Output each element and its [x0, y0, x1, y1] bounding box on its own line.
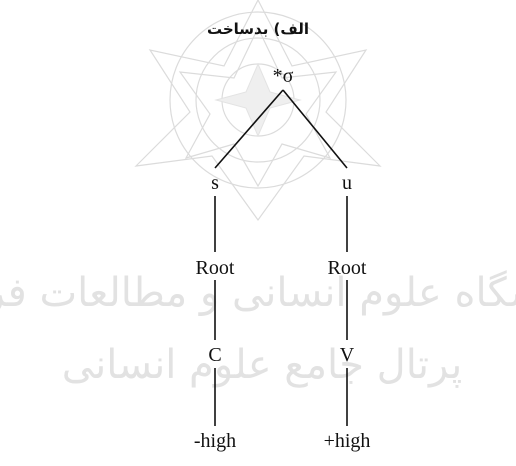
node-place-v: V — [340, 344, 355, 366]
node-root-left: Root — [196, 257, 235, 279]
watermark-line-2: پرتال جامع علوم انسانی — [62, 342, 463, 388]
diagram-caption: الف) بدساخت — [207, 20, 309, 38]
node-feature-minus-high: -high — [194, 430, 236, 452]
node-root-right: Root — [328, 257, 367, 279]
node-segment-u: u — [342, 172, 352, 194]
node-place-c: C — [208, 344, 221, 366]
watermark-line-1: پژوهشگاه علوم انسانی و مطالعات فرهنگی — [0, 270, 516, 316]
node-sigma-root: *σ — [273, 65, 294, 87]
node-segment-s: s — [211, 172, 219, 194]
node-feature-plus-high: +high — [324, 430, 371, 452]
